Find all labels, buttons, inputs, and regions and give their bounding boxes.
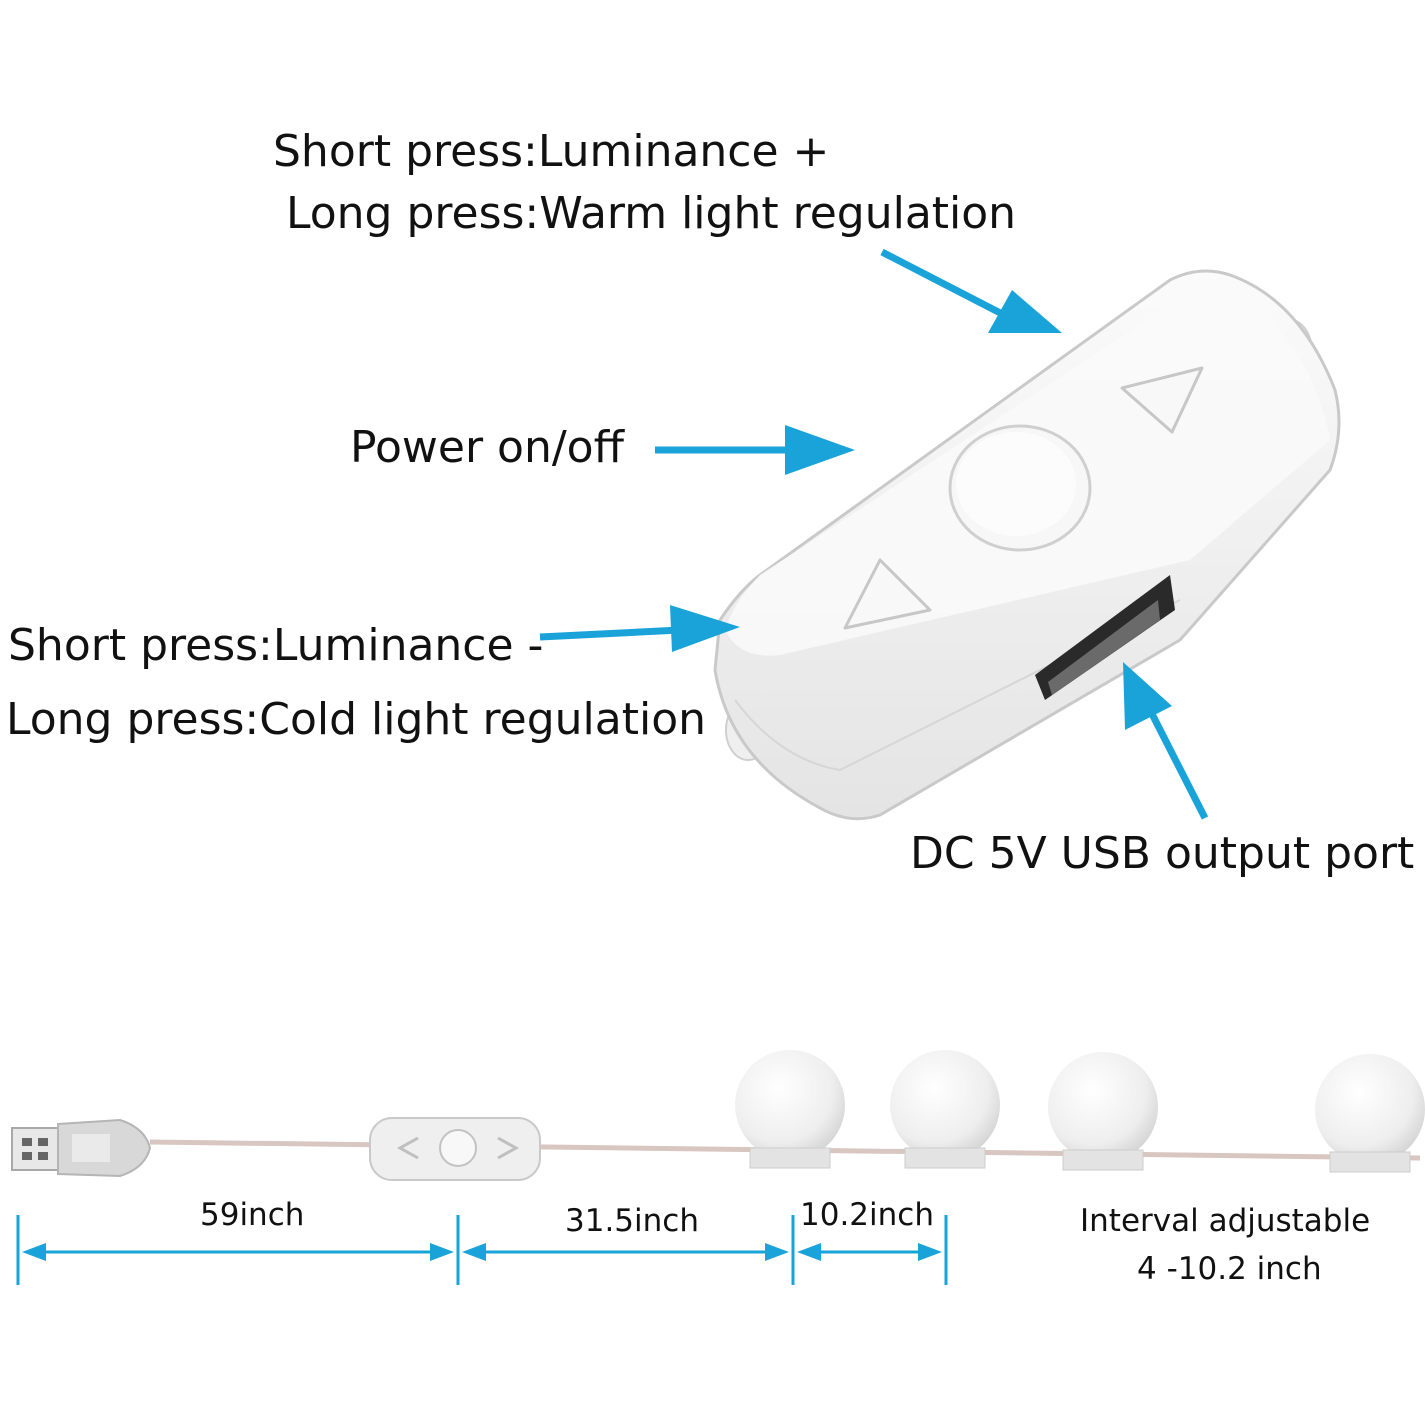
callout-arrows xyxy=(539,248,1209,820)
plus-long-press-label: Long press:Warm light regulation xyxy=(286,188,1017,239)
usb-port-label: DC 5V USB output port xyxy=(910,828,1415,879)
usb-plug xyxy=(11,1118,152,1178)
length-label-usb-to-switch: 59inch xyxy=(200,1197,305,1233)
product-strip xyxy=(11,1050,1425,1181)
bulb xyxy=(890,1050,1000,1169)
controller-device xyxy=(713,269,1341,821)
triangle-left-icon[interactable] xyxy=(843,558,932,630)
bulb xyxy=(735,1050,845,1169)
minus-long-press-label: Long press:Cold light regulation xyxy=(6,694,707,745)
triangle-right-icon[interactable] xyxy=(1120,366,1204,434)
length-label-switch-to-bulb: 31.5inch xyxy=(565,1203,699,1239)
interval-label-line1: Interval adjustable xyxy=(1080,1203,1371,1239)
small-switch xyxy=(369,1117,541,1181)
usb-port xyxy=(1035,575,1175,700)
plus-short-press-label: Short press:Luminance + xyxy=(273,126,830,177)
dimension-lines xyxy=(16,1215,948,1285)
power-label: Power on/off xyxy=(350,422,624,473)
controller-seam xyxy=(734,599,1181,772)
length-label-bulb-spacing: 10.2inch xyxy=(800,1197,934,1233)
bulb xyxy=(1048,1052,1158,1171)
interval-label-line2: 4 -10.2 inch xyxy=(1137,1251,1322,1287)
bulb xyxy=(1315,1054,1425,1173)
power-button[interactable] xyxy=(948,424,1092,552)
minus-short-press-label: Short press:Luminance - xyxy=(8,620,544,671)
